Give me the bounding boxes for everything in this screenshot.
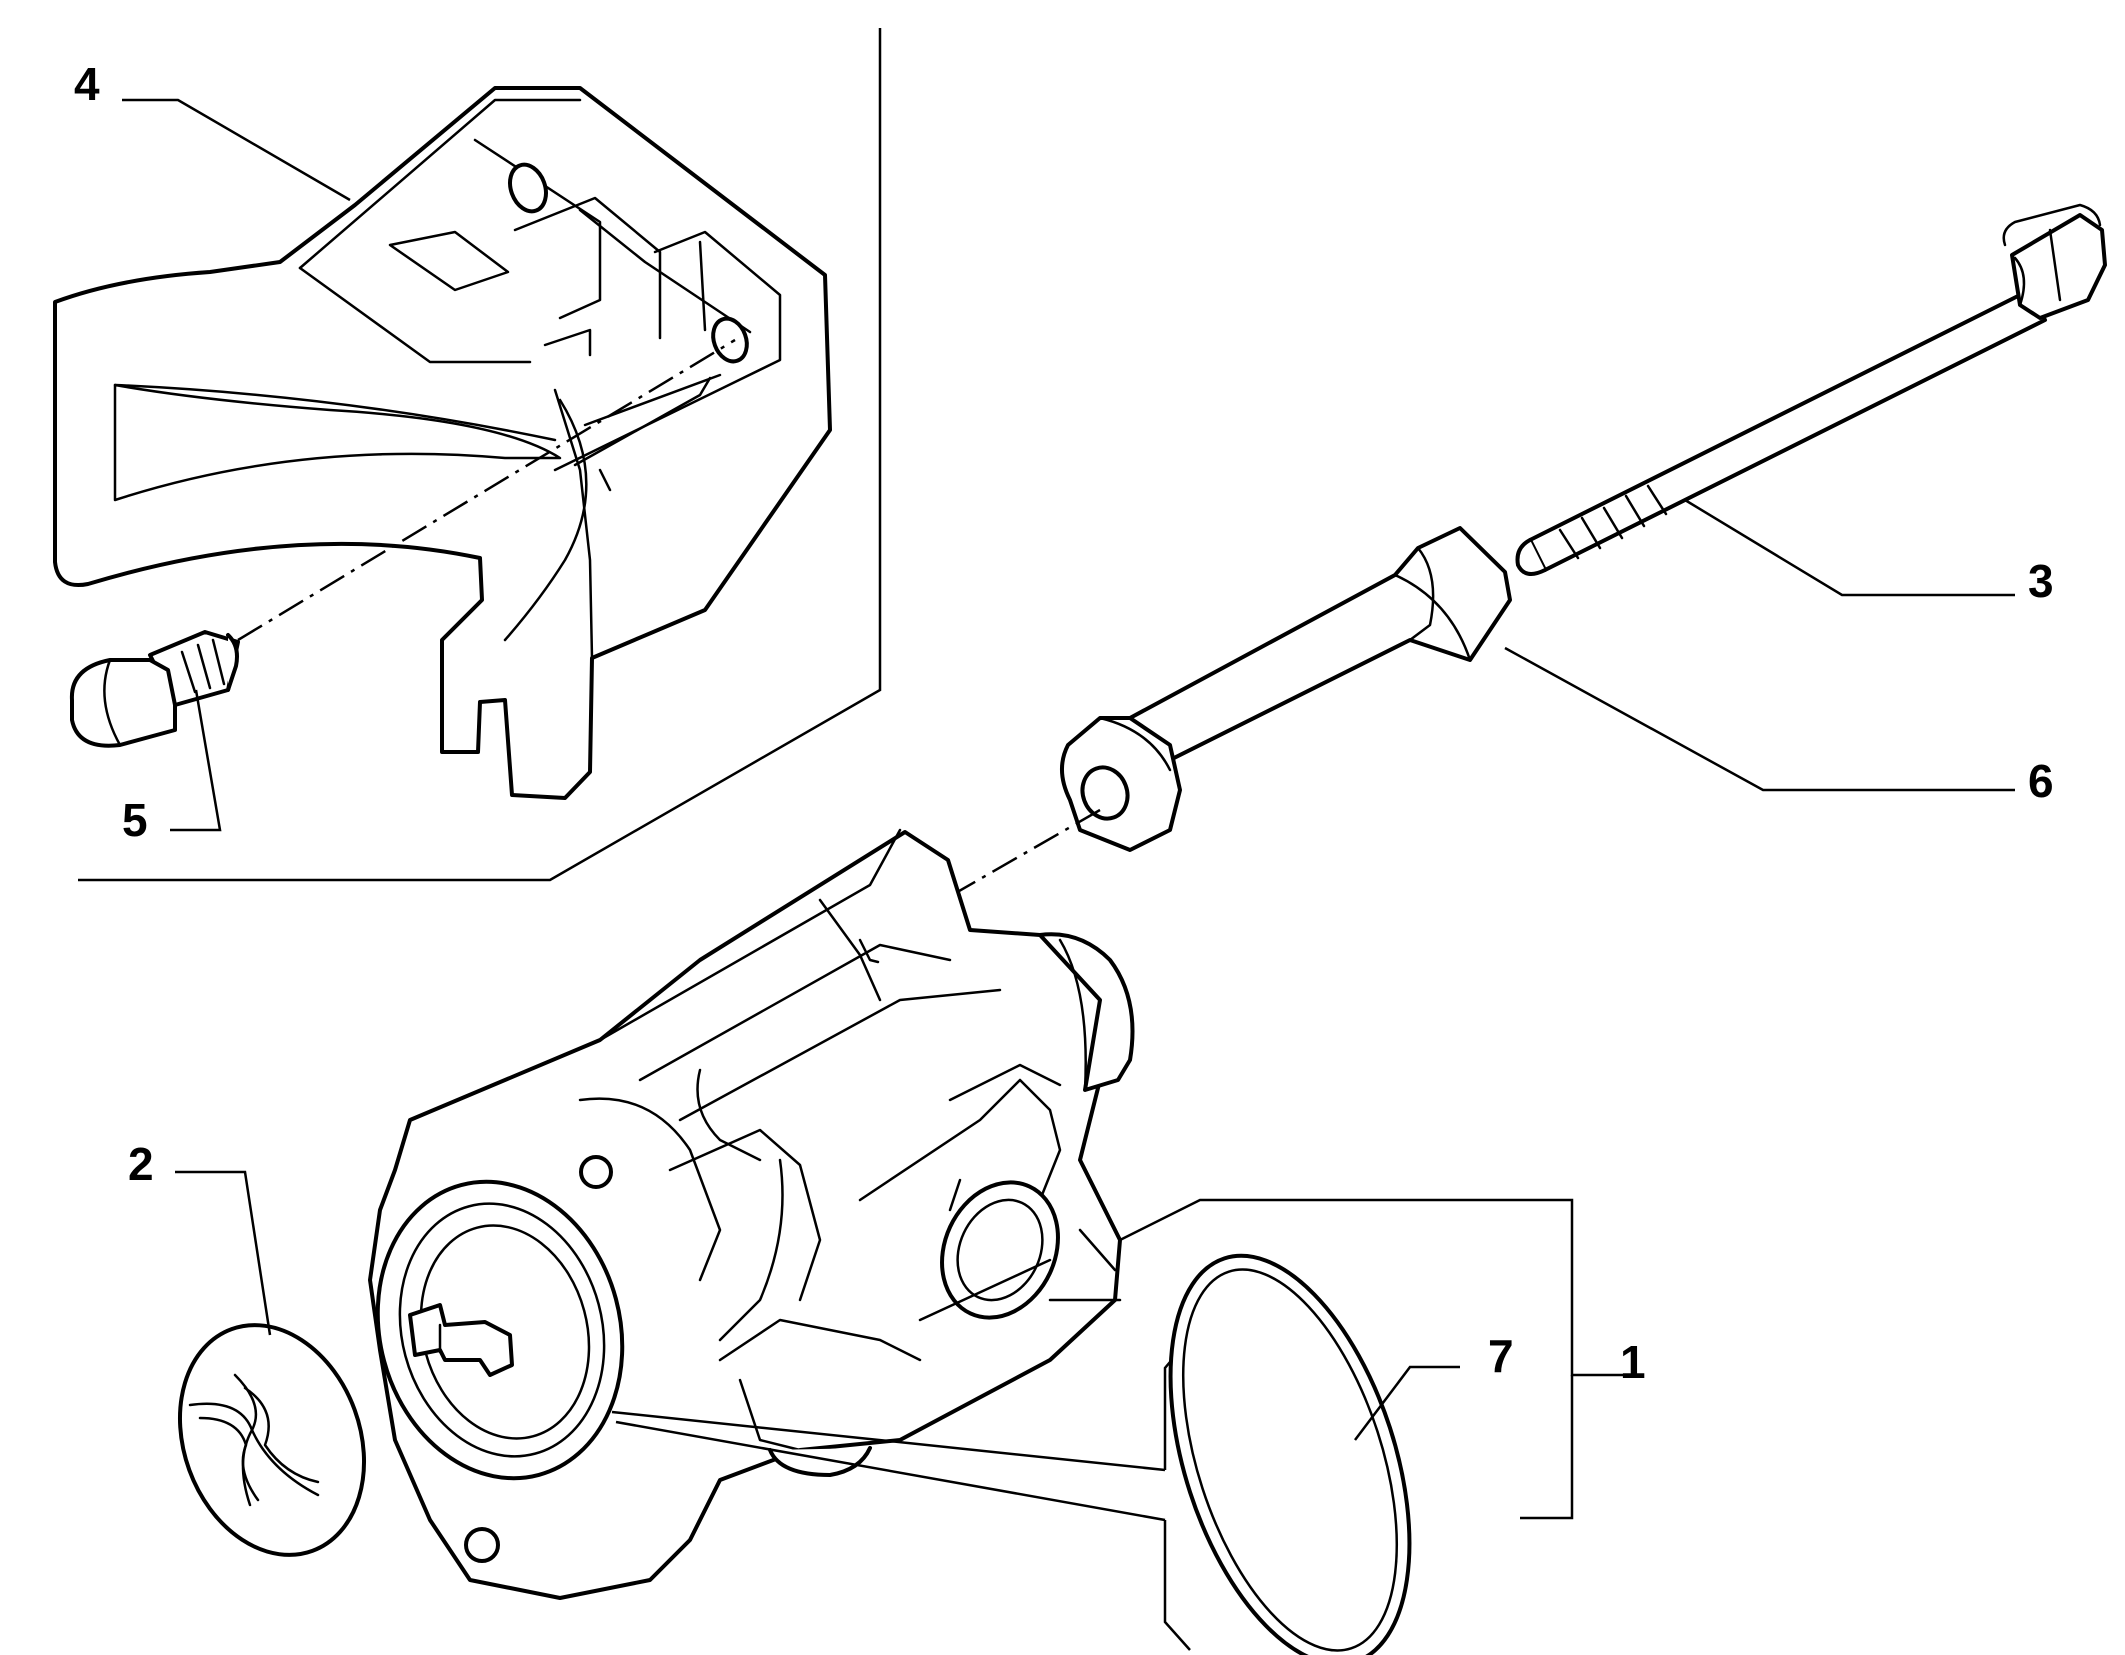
part-1-pump-body	[368, 828, 1135, 1600]
seal-leader-bottom	[615, 1420, 1166, 1522]
callout-label-4: 4	[74, 58, 100, 110]
leader-bracket-1-bottom	[1520, 1375, 1574, 1520]
leader-line-4	[122, 98, 351, 202]
part-7-o-ring	[1168, 1253, 1412, 1655]
part-3-long-bolt	[1515, 203, 2107, 576]
inset-frame	[78, 28, 882, 882]
leader-line-2	[175, 1170, 272, 1336]
callout-label-3: 3	[2028, 555, 2054, 607]
part-2-cap	[177, 1323, 367, 1557]
axis-line-screw-5	[237, 338, 736, 642]
leader-line-1	[1119, 1198, 1632, 1377]
part-5-hex-screw	[69, 630, 240, 748]
leader-line-5	[170, 689, 222, 832]
leader-line-7	[1354, 1365, 1460, 1441]
part-6-spacer-sleeve	[1060, 526, 1512, 852]
seal-bracket	[1163, 1361, 1191, 1651]
callout-label-1: 1	[1620, 1336, 1646, 1388]
part-4-bracket	[53, 86, 832, 800]
callout-label-7: 7	[1488, 1330, 1514, 1382]
leader-line-6	[1504, 646, 2015, 792]
callout-label-2: 2	[128, 1138, 154, 1190]
callout-label-5: 5	[122, 794, 148, 846]
seal-leader-top	[611, 1410, 1166, 1472]
callout-label-6: 6	[2028, 755, 2054, 807]
leader-line-3	[1684, 498, 2015, 597]
